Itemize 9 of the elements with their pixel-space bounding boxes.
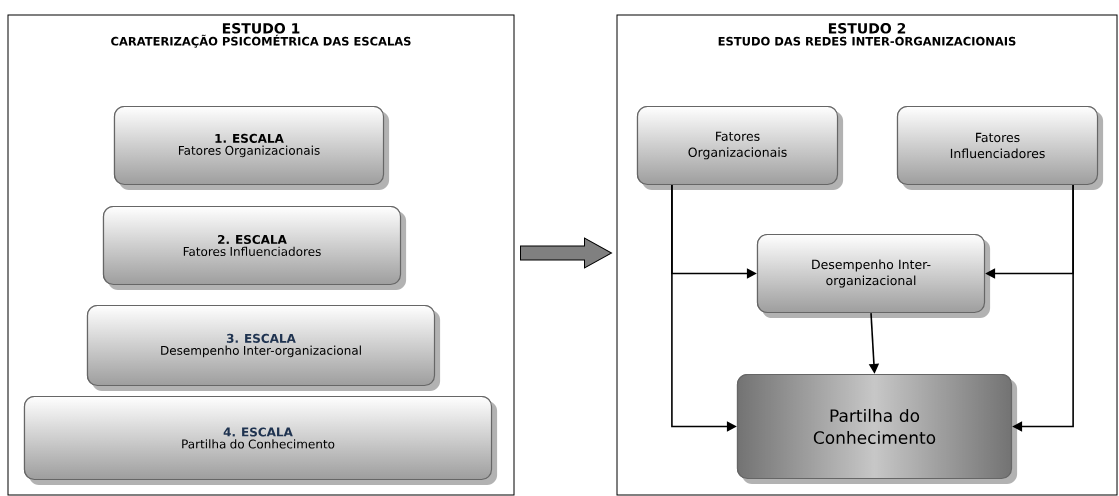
process-box: Fatores Organizacionais [636,105,844,191]
scale-box: 3. ESCALA Desempenho Inter-organizacional [86,304,441,392]
process-box: Desempenho Inter-organizacional [756,233,991,319]
scale-box: 1. ESCALA Fatores Organizacionais [113,105,390,191]
block-arrow [520,237,612,269]
scale-box: 4. ESCALA Partilha do Conhecimento [23,395,498,486]
scale-box: 2. ESCALA Fatores Influenciadores [102,205,407,291]
process-box: Fatores Influenciadores [896,105,1104,191]
process-box: Partilha do Conhecimento [736,373,1018,485]
